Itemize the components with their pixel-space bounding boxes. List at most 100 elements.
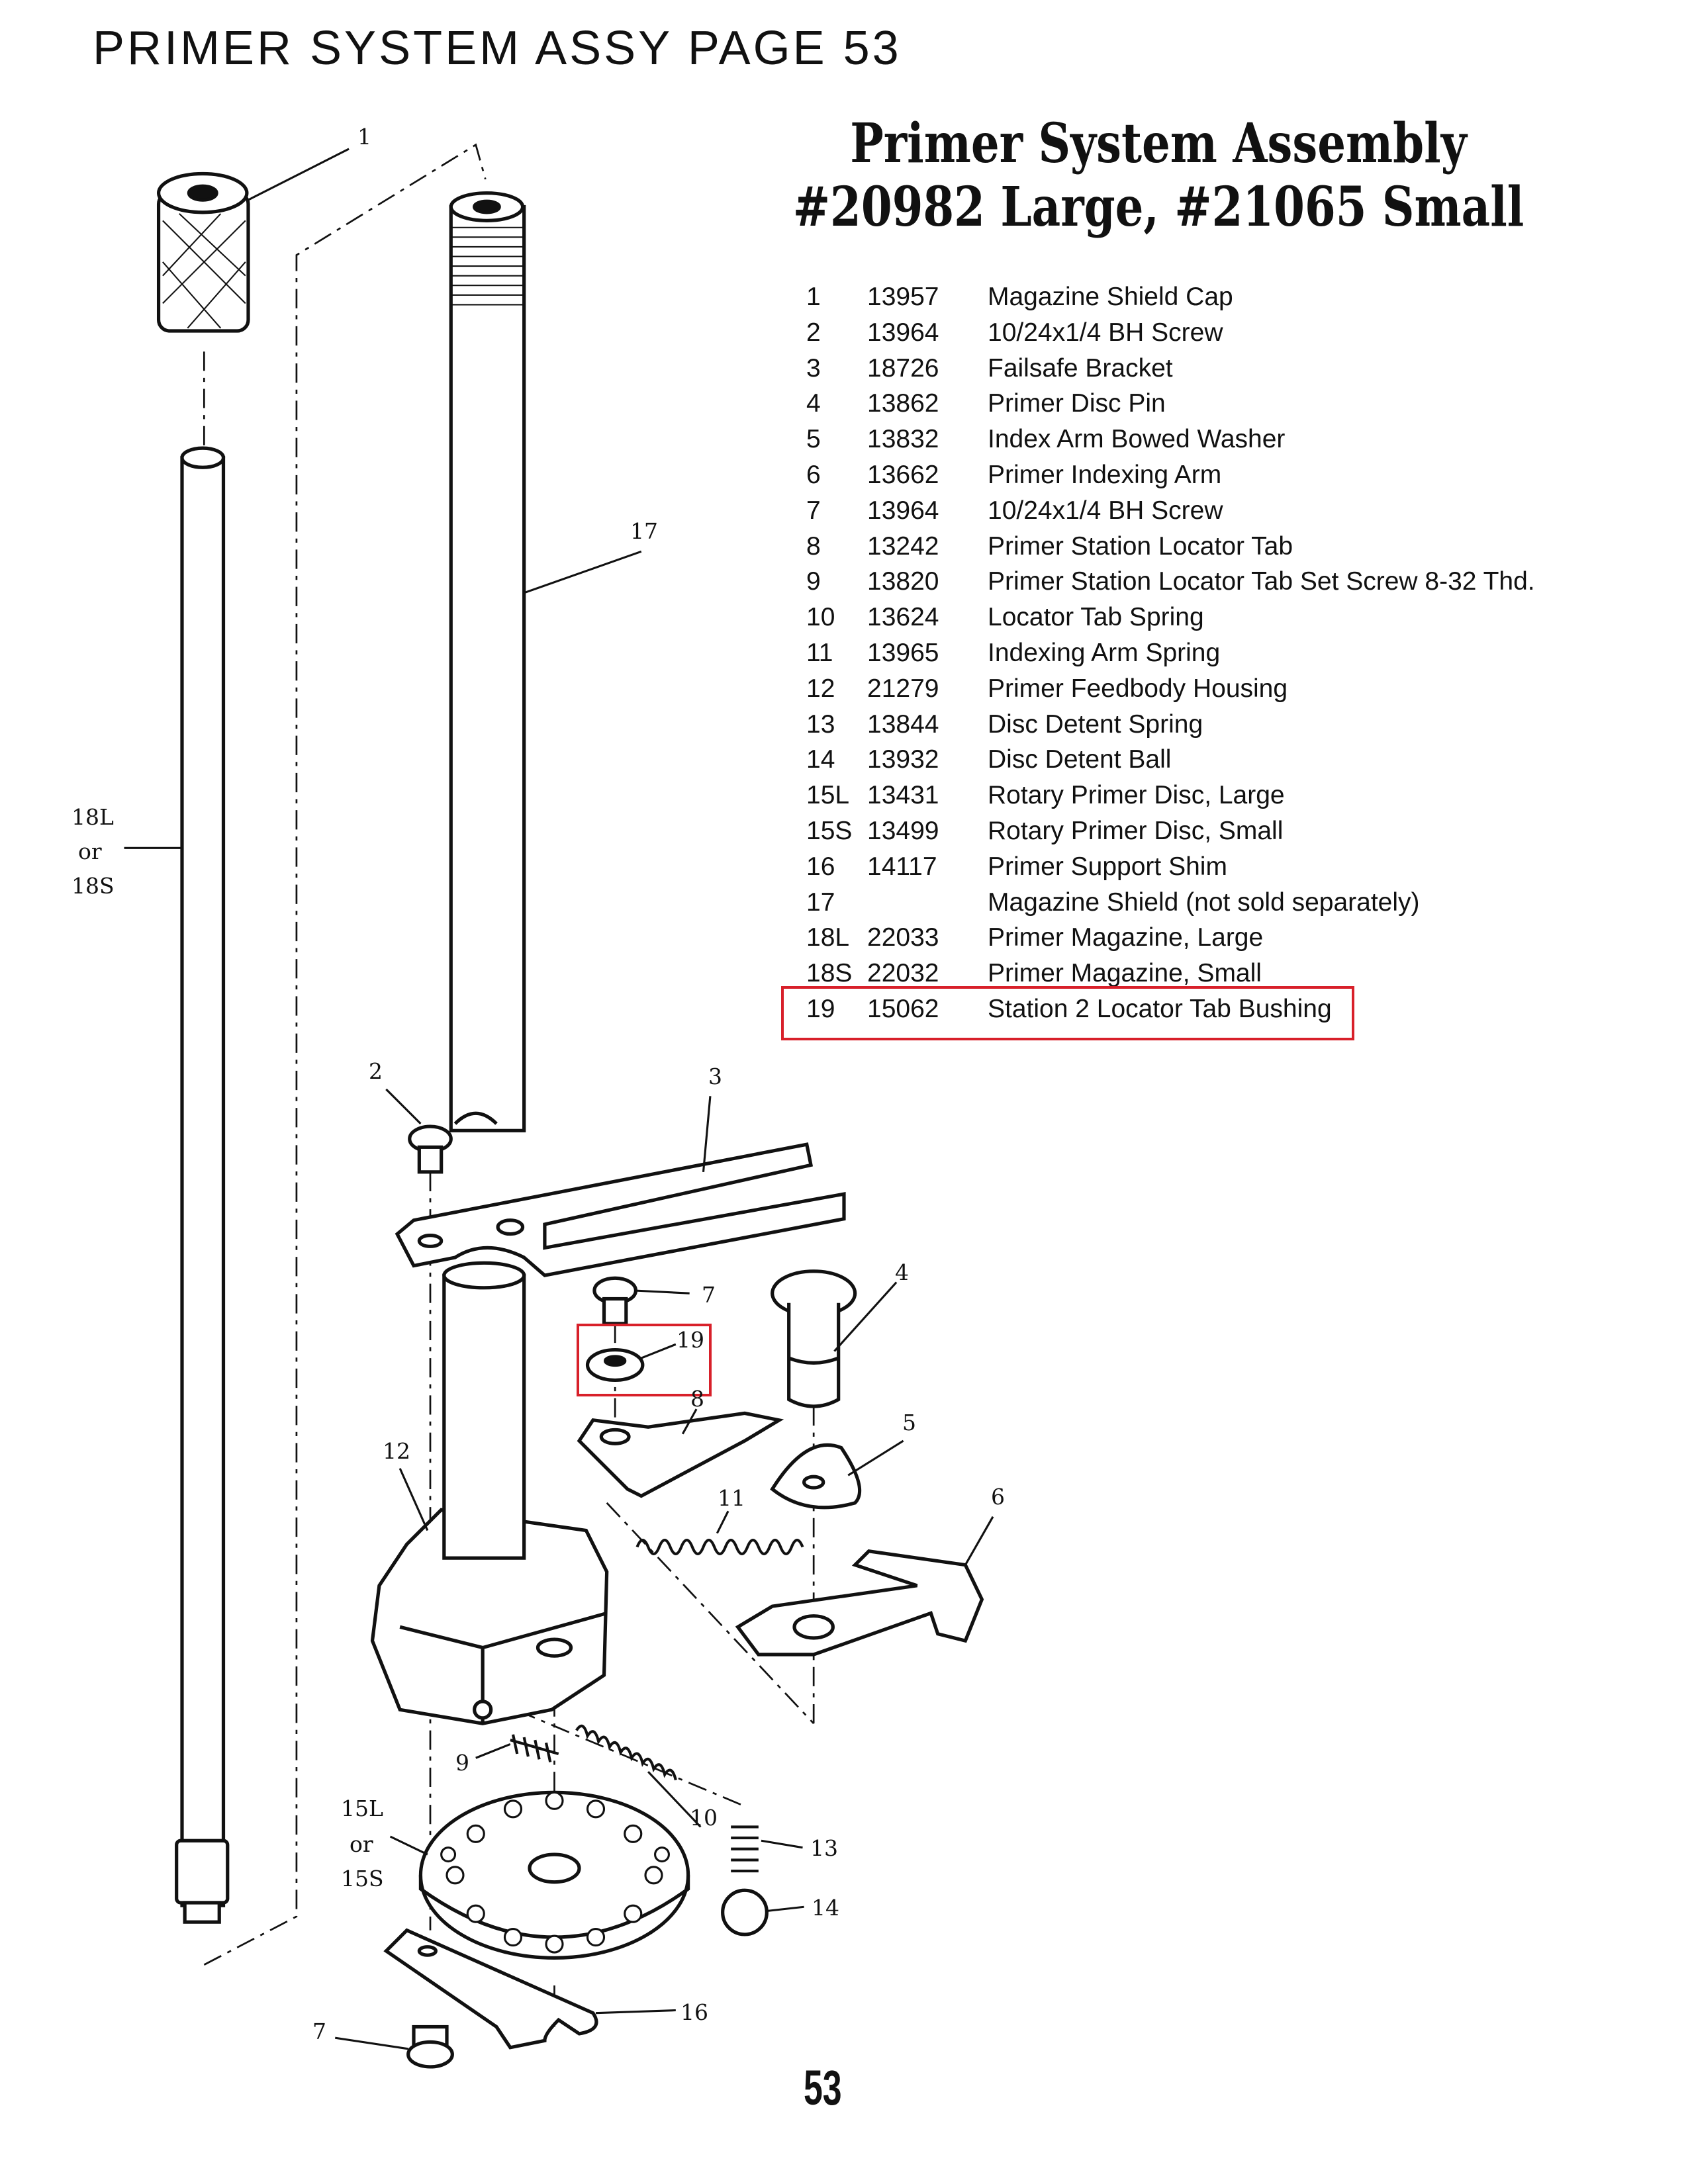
part-number: 22032 — [867, 959, 939, 988]
part-description: Indexing Arm Spring — [988, 638, 1221, 667]
part-number: 13844 — [867, 709, 939, 739]
part-number-index: 6 — [806, 460, 821, 489]
screw-7-top — [592, 1276, 638, 1326]
part-number: 13431 — [867, 781, 939, 810]
rotary-primer-disc — [418, 1790, 690, 1960]
part-number-index: 15L — [806, 781, 850, 810]
parts-row: 1 13957 Magazine Shield Cap — [806, 283, 1561, 319]
part-number: 13932 — [867, 745, 939, 774]
set-screw-9 — [510, 1734, 559, 1762]
part-number: 13242 — [867, 531, 939, 561]
part-number-index: 17 — [806, 887, 835, 917]
callout-2: 2 — [369, 1058, 383, 1084]
page-header: PRIMER SYSTEM ASSY PAGE 53 — [93, 22, 902, 75]
part-number-index: 7 — [806, 496, 821, 525]
callout-15-or: or — [350, 1831, 373, 1857]
feedbody-housing — [370, 1261, 609, 1725]
assembly-title: Primer System Assembly — [850, 112, 1467, 175]
part-number-index: 12 — [806, 674, 835, 703]
parts-row: 19 15062 Station 2 Locator Tab Bushing — [806, 995, 1561, 1031]
part-description: Failsafe Bracket — [988, 353, 1173, 383]
parts-row: 8 13242 Primer Station Locator Tab — [806, 531, 1561, 569]
part-number-index: 18S — [806, 959, 853, 988]
part-number-index: 14 — [806, 745, 835, 774]
detent-ball — [721, 1888, 769, 1936]
screw-2 — [408, 1124, 453, 1174]
part-number-index: 19 — [806, 994, 835, 1023]
part-number: 13957 — [867, 283, 939, 311]
magazine-shield-cap — [156, 171, 250, 333]
part-description: Primer Station Locator Tab — [988, 531, 1293, 561]
part-number: 13499 — [867, 816, 939, 845]
parts-row: 3 18726 Failsafe Bracket — [806, 353, 1561, 390]
callout-3: 3 — [708, 1064, 722, 1089]
part-number-index: 2 — [806, 318, 821, 347]
locator-tab-bushing — [585, 1347, 645, 1383]
callout-18l: 18L — [71, 804, 114, 830]
part-description: Index Arm Bowed Washer — [988, 425, 1286, 454]
callout-10: 10 — [690, 1805, 718, 1831]
part-description: Primer Feedbody Housing — [988, 674, 1288, 703]
magazine-shield-tube — [449, 191, 526, 1132]
part-description: Magazine Shield (not sold separately) — [988, 887, 1420, 917]
part-number-index: 9 — [806, 567, 821, 596]
part-description: Disc Detent Spring — [988, 709, 1203, 739]
part-description: Primer Magazine, Large — [988, 923, 1264, 952]
part-number-index: 13 — [806, 709, 835, 739]
callout-13: 13 — [810, 1835, 838, 1861]
part-number-index: 1 — [806, 283, 821, 311]
part-description: Primer Magazine, Small — [988, 959, 1262, 988]
part-number: 13862 — [867, 389, 939, 418]
part-number-index: 5 — [806, 425, 821, 454]
detent-spring — [731, 1825, 759, 1873]
parts-row: 15L 13431 Rotary Primer Disc, Large — [806, 781, 1561, 817]
part-number-index: 3 — [806, 353, 821, 383]
leader-lines — [124, 148, 994, 2050]
part-number: 15062 — [867, 994, 939, 1023]
callout-6: 6 — [991, 1484, 1005, 1510]
part-description: Disc Detent Ball — [988, 745, 1172, 774]
part-description: Primer Disc Pin — [988, 389, 1166, 418]
callout-14: 14 — [812, 1895, 839, 1921]
part-number: 18726 — [867, 353, 939, 383]
part-number: 13624 — [867, 603, 939, 632]
support-shim — [383, 1928, 598, 2050]
part-number: 13965 — [867, 638, 939, 667]
callout-19: 19 — [677, 1327, 704, 1353]
callout-16: 16 — [680, 1999, 708, 2025]
part-description: 10/24x1/4 BH Screw — [988, 496, 1223, 525]
parts-row: 11 13965 Indexing Arm Spring — [806, 639, 1561, 675]
part-number-index: 16 — [806, 852, 835, 881]
parts-row: 18S 22032 Primer Magazine, Small — [806, 959, 1561, 995]
highlight-box-parts-row-19 — [781, 986, 1354, 1040]
part-description: Station 2 Locator Tab Bushing — [988, 994, 1332, 1023]
indexing-arm-spring — [635, 1539, 804, 1555]
failsafe-bracket — [395, 1142, 846, 1277]
part-description: Magazine Shield Cap — [988, 283, 1233, 311]
part-description: Rotary Primer Disc, Large — [988, 781, 1285, 810]
callout-18s: 18S — [71, 873, 115, 899]
bowed-washer — [770, 1443, 862, 1510]
part-number: 13832 — [867, 425, 939, 454]
part-number-index: 15S — [806, 816, 853, 845]
locator-tab-spring — [575, 1724, 677, 1781]
parts-row: 17 Magazine Shield (not sold separately) — [806, 887, 1561, 925]
callout-18-or: or — [78, 839, 102, 864]
part-number: 13820 — [867, 567, 939, 596]
part-number: 13964 — [867, 318, 939, 347]
callout-1: 1 — [357, 124, 371, 150]
part-description: Locator Tab Spring — [988, 603, 1204, 632]
part-number-index: 8 — [806, 531, 821, 561]
part-number-index: 18L — [806, 923, 850, 952]
part-number: 13662 — [867, 460, 939, 489]
part-number: 13964 — [867, 496, 939, 525]
parts-row: 7 13964 10/24x1/4 BH Screw — [806, 496, 1561, 533]
part-number-index: 11 — [806, 638, 833, 667]
callout-9: 9 — [455, 1750, 469, 1776]
